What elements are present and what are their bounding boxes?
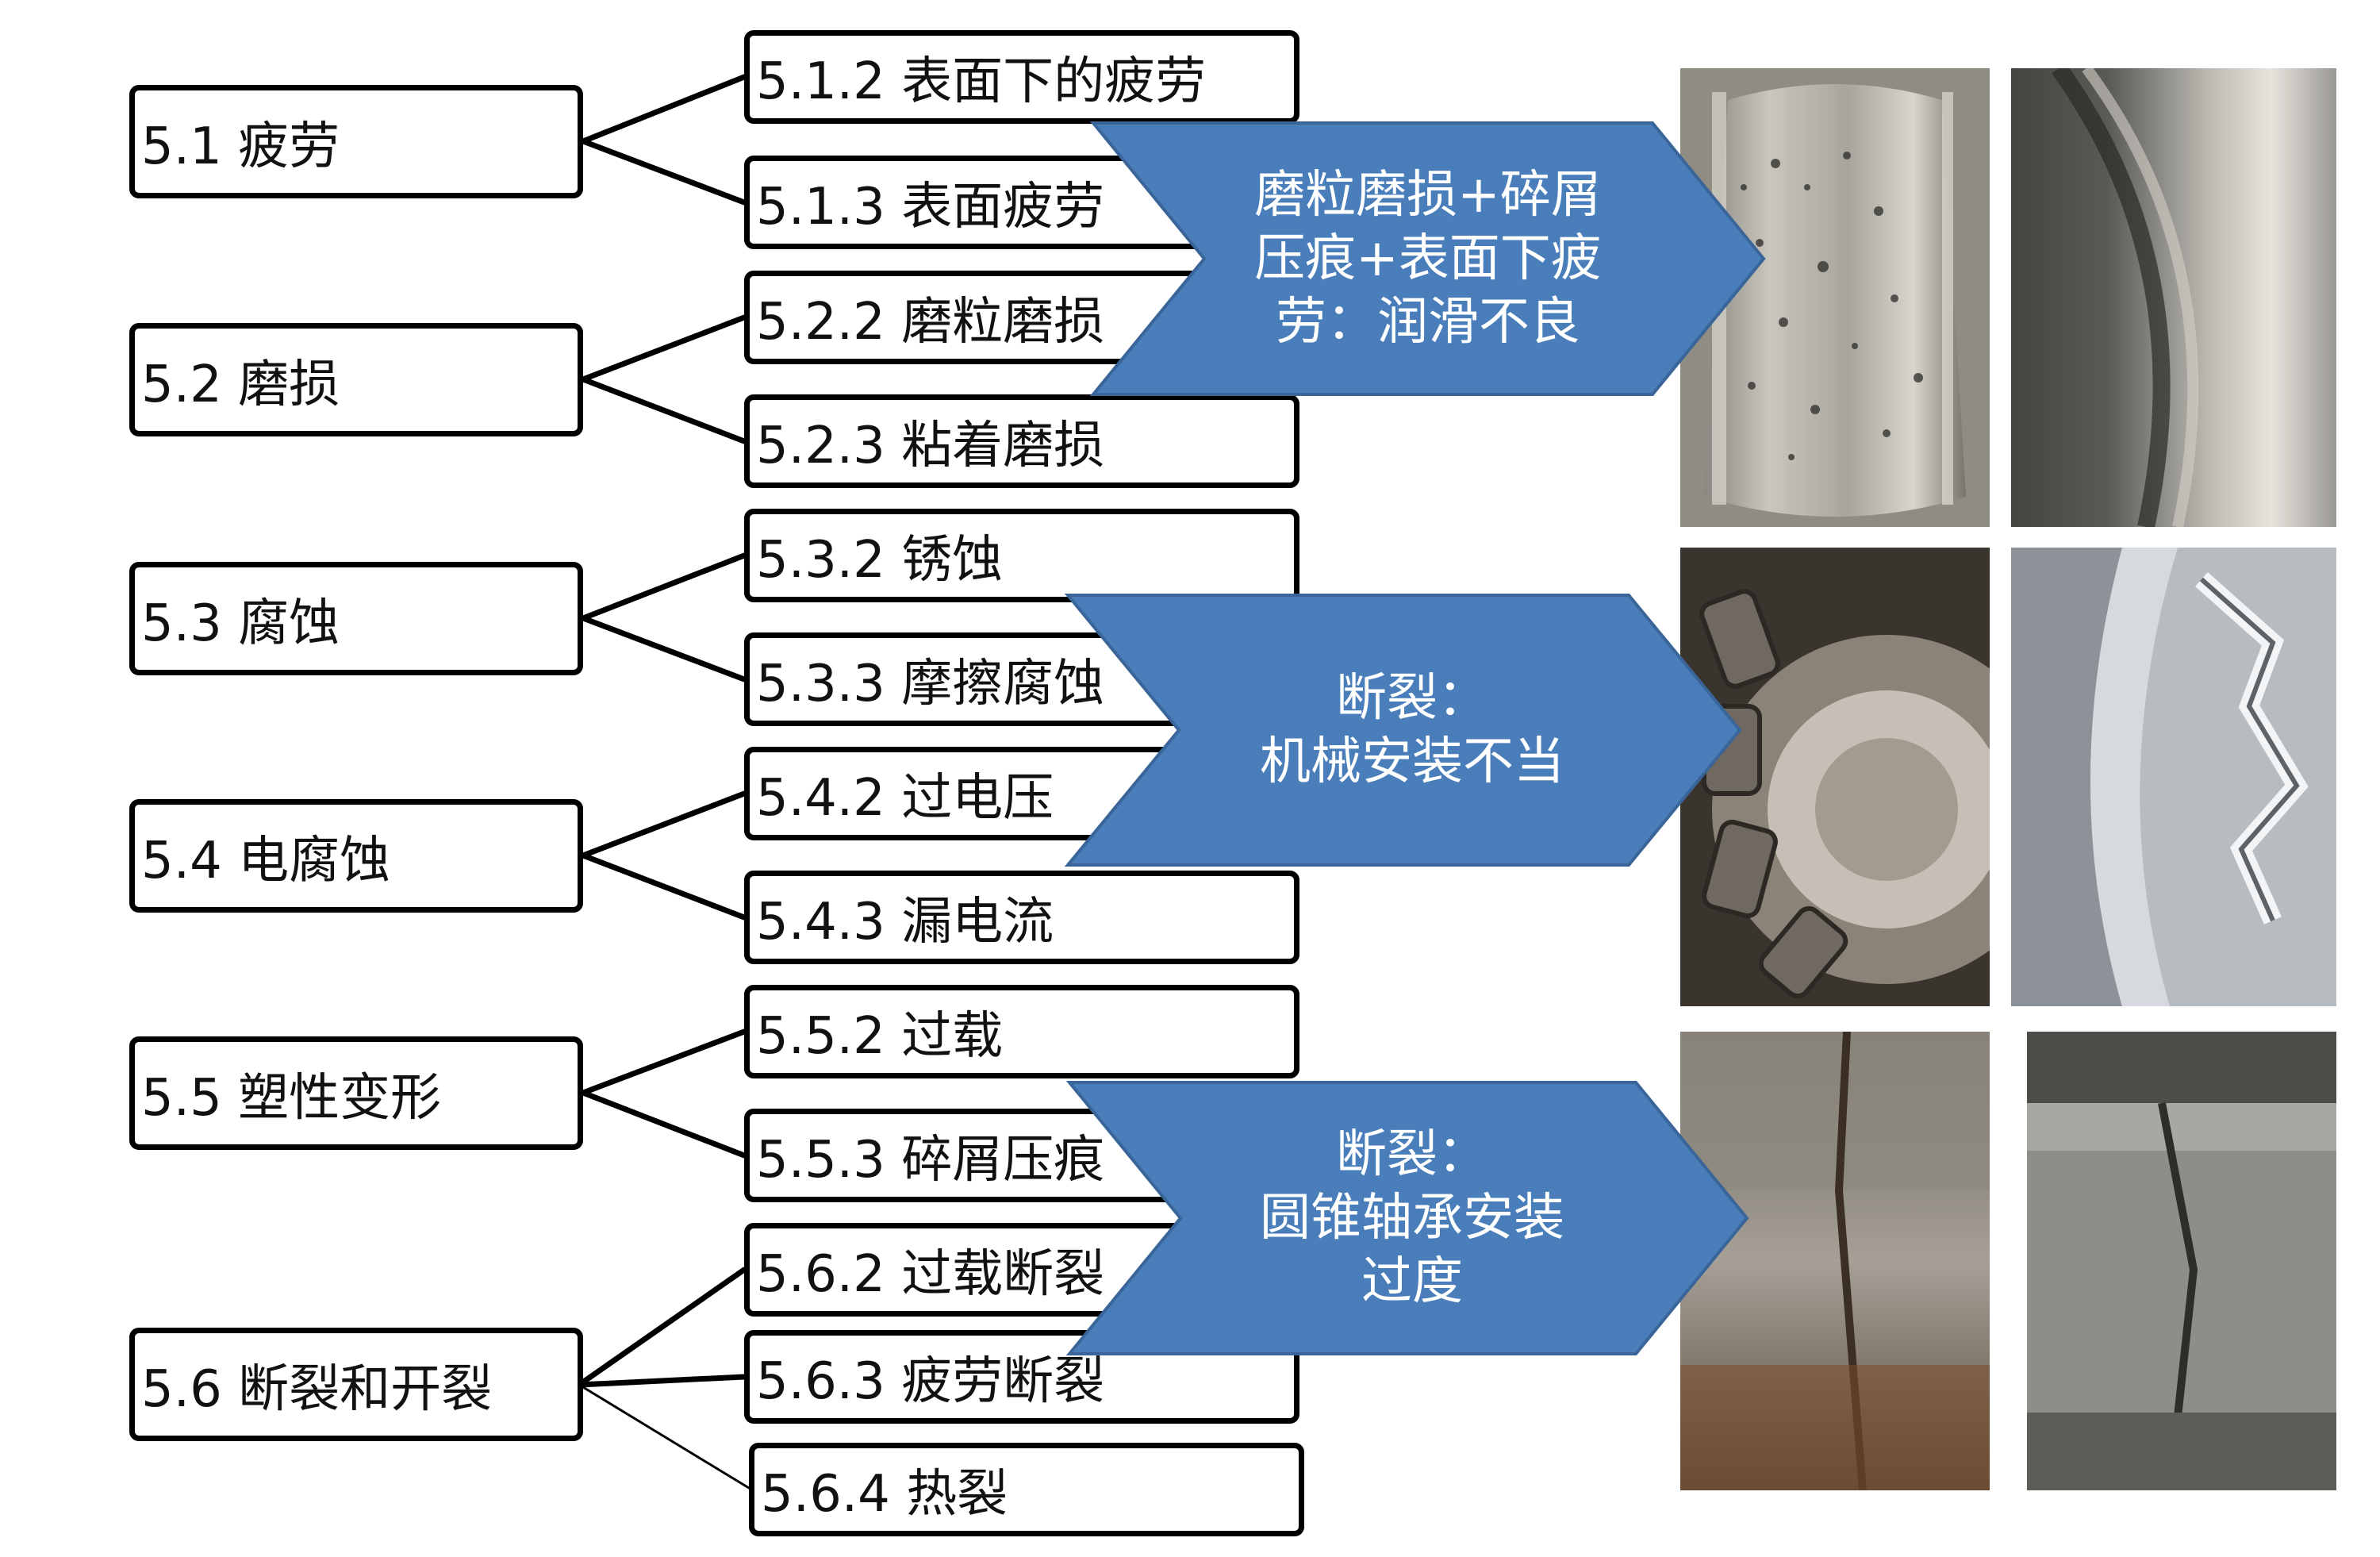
photo-fractured-tapered-ring — [1680, 1032, 1990, 1490]
connector-line — [578, 1383, 750, 1490]
connector-line — [580, 852, 747, 921]
connector-line — [576, 1267, 747, 1388]
callout-line: 机械安装不当 — [1260, 732, 1564, 791]
callout-line: 过度 — [1361, 1252, 1463, 1311]
subcategory-box-rust: 5.3.2 锈蚀 — [744, 509, 1299, 602]
category-box-electrical-erosion: 5.4 电腐蚀 — [129, 799, 583, 913]
photo-fractured-ring-closeup — [2027, 1032, 2336, 1490]
connector-line — [580, 1090, 747, 1159]
callout-line: 压痕+表面下疲 — [1254, 229, 1602, 288]
category-box-fatigue: 5.1 疲劳 — [129, 85, 583, 198]
connector-line — [580, 376, 747, 444]
callout-line: 断裂： — [1336, 1125, 1488, 1184]
category-box-corrosion: 5.3 腐蚀 — [129, 562, 583, 675]
callout-line: 断裂： — [1336, 669, 1488, 728]
category-box-wear: 5.2 磨损 — [129, 323, 583, 436]
photo-worn-raceway-closeup — [2011, 68, 2336, 527]
callout-text-lubrication: 磨粒磨损+碎屑 压痕+表面下疲 劳：润滑不良 — [1254, 163, 1602, 354]
callout-arrow — [1065, 1081, 1749, 1355]
callout-arrow — [1064, 594, 1742, 867]
category-box-plastic-deformation: 5.5 塑性变形 — [129, 1036, 583, 1150]
category-box-fracture: 5.6 断裂和开裂 — [129, 1328, 583, 1441]
callout-line: 磨粒磨损+碎屑 — [1254, 166, 1602, 225]
callout-text-tapered-bearing: 断裂： 圆锥轴承安装 过度 — [1260, 1123, 1564, 1313]
subcategory-box-fatigue-fracture: 5.6.3 疲劳断裂 — [744, 1330, 1299, 1424]
subcategory-box-thermal-cracking: 5.6.4 热裂 — [749, 1443, 1304, 1536]
photo-broken-cage-rollers — [1680, 548, 1990, 1006]
connector-line — [580, 138, 747, 206]
subcategory-box-overload: 5.5.2 过载 — [744, 985, 1299, 1078]
connector-line — [580, 790, 747, 859]
photo-cracked-ring — [2011, 548, 2336, 1006]
callout-arrow — [1089, 121, 1766, 396]
connector-line — [576, 1374, 747, 1388]
connector-line — [580, 552, 747, 621]
connector-line — [580, 1028, 747, 1096]
callout-text-installation: 断裂： 机械安装不当 — [1260, 667, 1564, 794]
connector-line — [580, 314, 747, 383]
connector-line — [580, 74, 747, 144]
connector-line — [580, 615, 747, 682]
subcategory-box-leakage-current: 5.4.3 漏电流 — [744, 871, 1299, 964]
callout-line: 圆锥轴承安装 — [1260, 1189, 1564, 1248]
subcategory-box-adhesive-wear: 5.2.3 粘着磨损 — [744, 394, 1299, 488]
callout-line: 劳：润滑不良 — [1276, 293, 1580, 352]
subcategory-box-subsurface-fatigue: 5.1.2 表面下的疲劳 — [744, 30, 1299, 124]
